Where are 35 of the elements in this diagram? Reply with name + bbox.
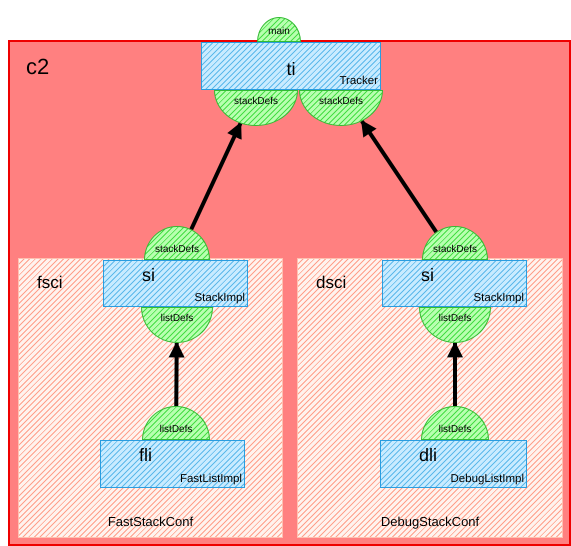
- component-type: FastListImpl: [180, 473, 242, 485]
- component-box: [201, 42, 381, 90]
- component-type: DebugListImpl: [450, 473, 524, 485]
- port-label: listDefs: [438, 424, 472, 435]
- arrow: [447, 341, 463, 406]
- port-label: listDefs: [438, 313, 472, 324]
- component-box: [380, 440, 527, 488]
- port-label: stackDefs: [318, 96, 364, 107]
- cluster-name: dsci: [316, 273, 346, 293]
- cluster-panel: [18, 258, 283, 538]
- port-label: listDefs: [158, 424, 194, 435]
- port-label: main: [267, 26, 291, 37]
- component-box: [100, 440, 245, 488]
- component-name: fli: [139, 445, 152, 466]
- component-type: StackImpl: [474, 292, 524, 304]
- port-label: listDefs: [160, 313, 194, 324]
- cluster-panel: [297, 258, 563, 538]
- port-label: stackDefs: [432, 244, 478, 255]
- component-name: si: [142, 265, 155, 286]
- component-type: StackImpl: [194, 292, 245, 304]
- cluster-name: fsci: [37, 273, 62, 293]
- container-name: c2: [26, 54, 50, 80]
- component-type: Tracker: [339, 75, 378, 87]
- arrow: [360, 120, 438, 234]
- port-label: stackDefs: [154, 244, 200, 255]
- arrow: [168, 341, 185, 406]
- container-panel: [8, 40, 571, 546]
- arrow: [189, 122, 242, 230]
- port-label: stackDefs: [233, 96, 279, 107]
- component-name: si: [421, 265, 434, 286]
- cluster-caption: FastStackConf: [106, 514, 194, 529]
- cluster-caption: DebugStackConf: [380, 514, 480, 529]
- component-box: [382, 260, 527, 307]
- component-box: [103, 260, 248, 307]
- component-name: dli: [419, 445, 438, 466]
